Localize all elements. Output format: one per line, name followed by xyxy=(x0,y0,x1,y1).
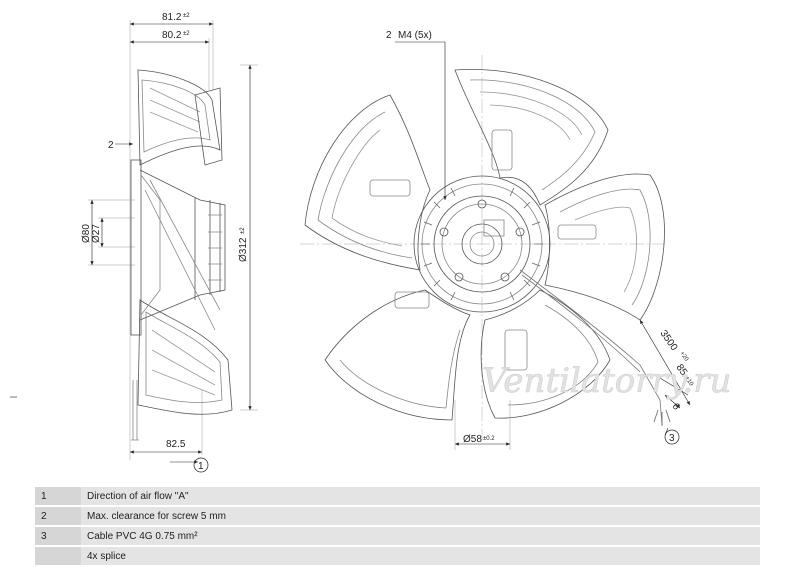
legend-num: 2 xyxy=(35,506,81,527)
front-view xyxy=(300,55,671,440)
legend-row: 1 Direction of air flow "A" xyxy=(35,487,760,507)
dim-diameter-tol: ±2 xyxy=(240,227,246,234)
callout-2-side: 2 xyxy=(108,140,114,151)
watermark: Ventilatorry.ru xyxy=(482,361,731,401)
dim-diameter: Ø312 xyxy=(238,237,249,262)
front-dimensions xyxy=(395,41,691,450)
dim-width-inner-tol: ±2 xyxy=(183,31,190,37)
legend-row: 4x splice xyxy=(35,546,760,567)
technical-drawing: 81.2 ±2 80.2 ±2 82.5 Ø80 Ø27 Ø312 ±2 2 1 xyxy=(10,12,732,473)
callout-screw-text: M4 (5x) xyxy=(398,30,432,41)
callout-3-circle xyxy=(664,429,680,445)
legend-table: 1 Direction of air flow "A" 2 Max. clear… xyxy=(35,487,760,567)
dim-strip-tol: ±10 xyxy=(683,376,694,388)
dim-width-inner: 80.2 xyxy=(162,30,182,41)
legend-row: 2 Max. clearance for screw 5 mm xyxy=(35,506,760,527)
legend-num: 3 xyxy=(35,526,81,547)
dim-cable-length-tol: +20 xyxy=(678,351,689,363)
callout-1-label: 1 xyxy=(198,461,204,472)
side-dimensions xyxy=(90,22,252,464)
legend-text: Max. clearance for screw 5 mm xyxy=(81,506,760,527)
legend-text: Direction of air flow "A" xyxy=(81,487,760,507)
side-view xyxy=(88,20,258,460)
legend-text: 4x splice xyxy=(81,546,760,567)
callout-screw-num: 2 xyxy=(386,30,392,41)
dim-hub-outer: Ø80 xyxy=(81,224,92,243)
dim-hub-inner: Ø27 xyxy=(91,224,102,243)
dim-shaft-tol: ±0.2 xyxy=(483,436,495,442)
legend-row: 3 Cable PVC 4G 0.75 mm² xyxy=(35,526,760,547)
dim-shaft: Ø58 xyxy=(463,434,482,445)
dim-width-total-tol: ±2 xyxy=(183,13,190,19)
dim-bottom: 82.5 xyxy=(166,439,186,450)
dim-end: 6 xyxy=(670,401,682,412)
legend-num xyxy=(35,546,81,567)
legend-num: 1 xyxy=(35,487,81,507)
callout-3-label: 3 xyxy=(669,433,675,444)
legend-text: Cable PVC 4G 0.75 mm² xyxy=(81,526,760,547)
dim-width-total: 81.2 xyxy=(162,12,182,23)
dim-cable-length: 3500 xyxy=(658,328,680,353)
callout-1-circle xyxy=(193,457,209,473)
